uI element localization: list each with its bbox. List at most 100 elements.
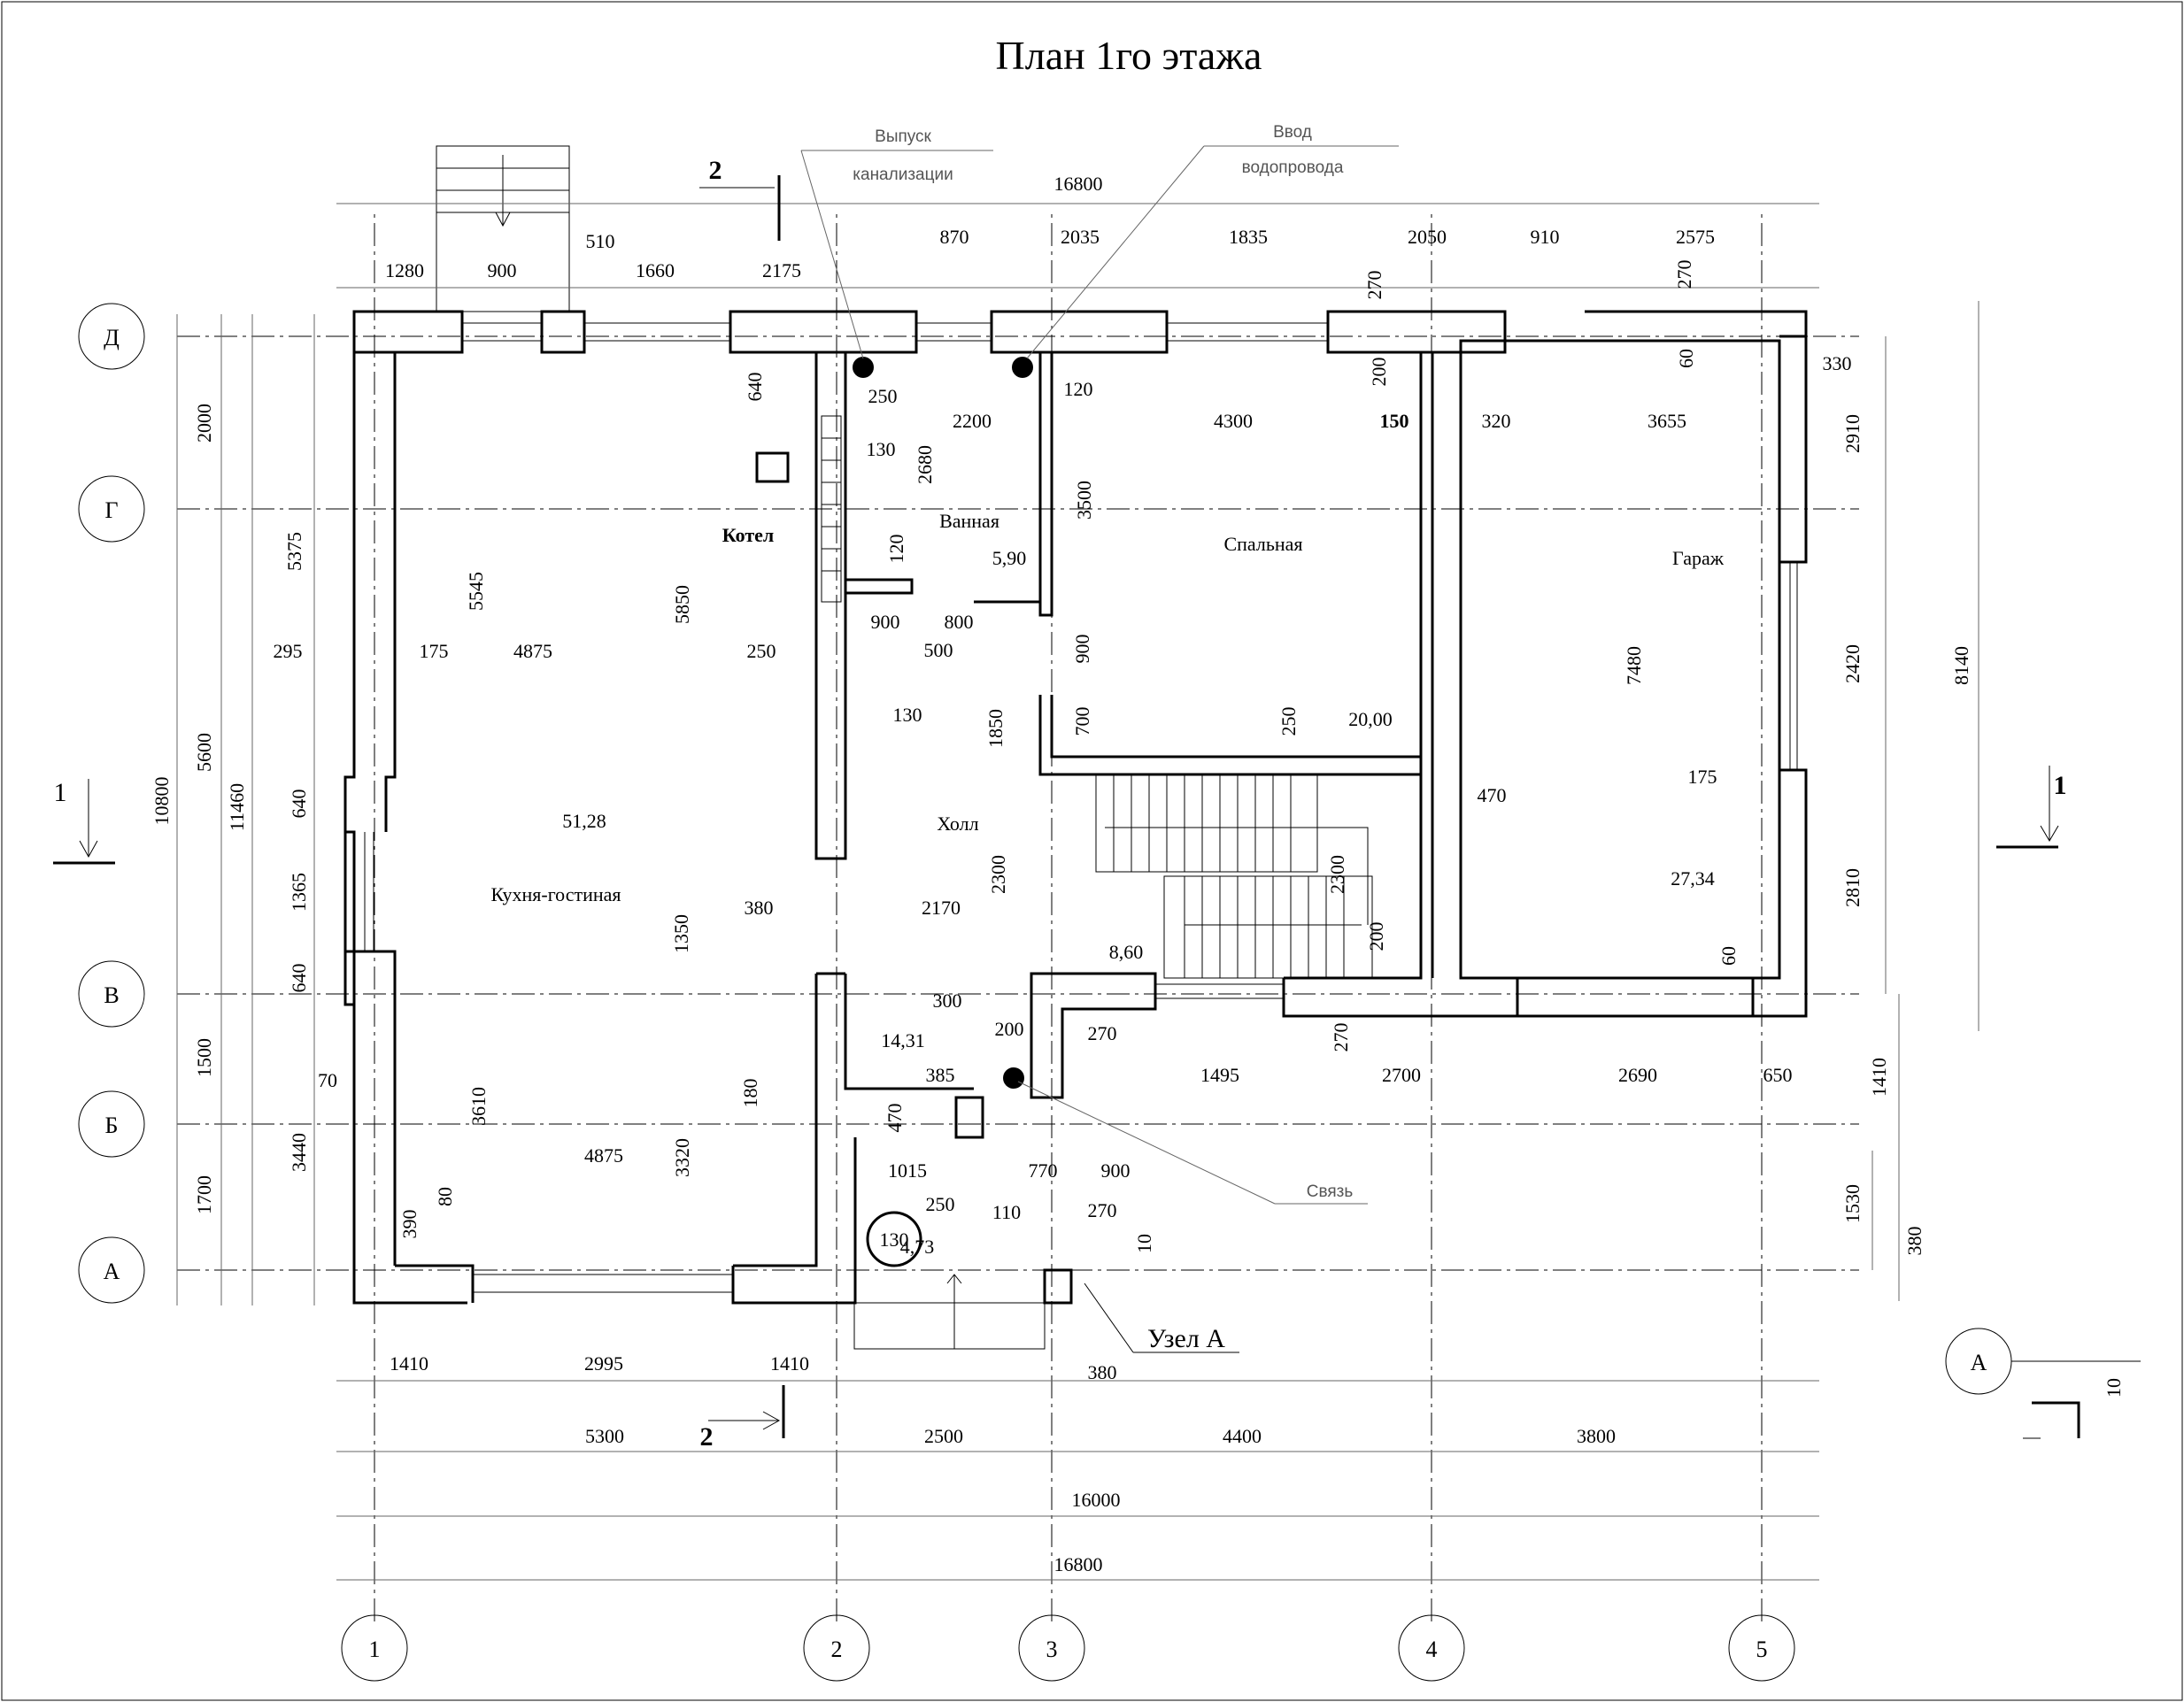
room-name-bath: Ванная — [939, 510, 999, 532]
axis-bubble-d: Д — [78, 303, 145, 370]
room-area-kitchen: 51,28 — [562, 810, 606, 832]
svg-text:4: 4 — [1426, 1637, 1438, 1662]
room-name-bedroom: Спальная — [1223, 533, 1302, 555]
svg-text:200: 200 — [995, 1018, 1024, 1040]
room-area-vestibule: 14,31 — [881, 1029, 925, 1051]
svg-text:5300: 5300 — [585, 1425, 624, 1447]
dimension-lines — [176, 203, 1979, 1581]
svg-text:2300: 2300 — [987, 855, 1009, 894]
svg-text:4400: 4400 — [1223, 1425, 1262, 1447]
svg-text:470: 470 — [1478, 784, 1507, 806]
svg-text:1015: 1015 — [888, 1159, 927, 1182]
svg-text:8140: 8140 — [1950, 646, 1972, 685]
svg-text:3320: 3320 — [671, 1138, 693, 1177]
svg-text:130: 130 — [880, 1228, 909, 1251]
svg-text:60: 60 — [1717, 946, 1740, 966]
svg-text:2680: 2680 — [914, 445, 936, 484]
svg-text:470: 470 — [884, 1104, 906, 1133]
room-name-garage: Гараж — [1672, 547, 1725, 569]
svg-text:250: 250 — [868, 385, 898, 407]
svg-text:1280: 1280 — [385, 259, 424, 281]
svg-text:2: 2 — [700, 1422, 714, 1452]
svg-text:5545: 5545 — [465, 572, 487, 611]
svg-text:5850: 5850 — [671, 585, 693, 624]
svg-text:2910: 2910 — [1841, 414, 1864, 453]
svg-text:175: 175 — [1688, 766, 1717, 788]
svg-text:3800: 3800 — [1577, 1425, 1616, 1447]
svg-text:150: 150 — [1380, 410, 1409, 432]
svg-text:295: 295 — [274, 640, 303, 662]
svg-text:60: 60 — [1675, 349, 1697, 368]
svg-text:3500: 3500 — [1073, 481, 1095, 520]
svg-text:2175: 2175 — [762, 259, 801, 281]
svg-text:2: 2 — [709, 156, 722, 185]
svg-text:1835: 1835 — [1229, 226, 1268, 248]
svg-text:2000: 2000 — [193, 404, 215, 443]
svg-text:250: 250 — [1277, 707, 1300, 736]
svg-text:Узел А: Узел А — [1147, 1324, 1225, 1353]
svg-text:5600: 5600 — [193, 733, 215, 772]
grid-axes — [177, 212, 1859, 1621]
svg-text:2200: 2200 — [953, 410, 992, 432]
svg-text:910: 910 — [1531, 226, 1560, 248]
svg-text:270: 270 — [1673, 260, 1695, 289]
svg-text:2035: 2035 — [1061, 226, 1100, 248]
svg-text:1: 1 — [369, 1637, 381, 1662]
callout-link: Связь — [1017, 1081, 1368, 1205]
room-name-hall: Холл — [937, 812, 978, 835]
svg-text:1530: 1530 — [1841, 1184, 1864, 1223]
svg-text:3440: 3440 — [288, 1133, 310, 1172]
room-area-garage: 27,34 — [1671, 867, 1715, 890]
svg-text:2170: 2170 — [922, 897, 961, 919]
svg-text:330: 330 — [1823, 352, 1852, 374]
axis-bubble-5: 5 — [1728, 1614, 1795, 1682]
svg-text:390: 390 — [398, 1210, 421, 1239]
axis-bubble-4: 4 — [1398, 1614, 1465, 1682]
svg-text:640: 640 — [288, 789, 310, 819]
svg-text:А: А — [1971, 1350, 1987, 1375]
svg-text:Г: Г — [104, 497, 118, 523]
svg-text:270: 270 — [1088, 1199, 1117, 1221]
svg-text:4300: 4300 — [1214, 410, 1253, 432]
svg-text:70: 70 — [318, 1069, 337, 1091]
svg-text:900: 900 — [488, 259, 517, 281]
axis-bubble-v: В — [78, 960, 145, 1028]
link-marker — [1003, 1067, 1024, 1089]
svg-text:11460: 11460 — [226, 783, 248, 831]
svg-text:180: 180 — [739, 1079, 761, 1108]
svg-text:120: 120 — [1064, 378, 1093, 400]
callout-sewer-outlet: Выпуск канализации — [800, 127, 993, 359]
svg-text:1: 1 — [54, 778, 67, 807]
svg-text:2690: 2690 — [1618, 1064, 1657, 1086]
svg-text:900: 900 — [1101, 1159, 1131, 1182]
exterior-walls — [343, 310, 1808, 1305]
svg-text:Б: Б — [105, 1113, 119, 1138]
axis-bubble-g: Г — [78, 475, 145, 543]
axis-bubble-a: А — [78, 1236, 145, 1304]
svg-text:10800: 10800 — [150, 777, 173, 826]
svg-text:2500: 2500 — [924, 1425, 963, 1447]
svg-text:80: 80 — [434, 1187, 456, 1206]
svg-text:270: 270 — [1088, 1022, 1117, 1044]
svg-text:4875: 4875 — [513, 640, 552, 662]
svg-text:1495: 1495 — [1200, 1064, 1239, 1086]
svg-text:640: 640 — [288, 964, 310, 993]
svg-text:7480: 7480 — [1623, 646, 1645, 685]
svg-text:385: 385 — [926, 1064, 955, 1086]
dimension-labels: 16800 16800 16000 5300 2500 4400 3800 14… — [150, 173, 1972, 1575]
svg-text:250: 250 — [926, 1193, 955, 1215]
svg-text:2420: 2420 — [1841, 644, 1864, 683]
svg-text:16800: 16800 — [1054, 1553, 1103, 1575]
sewer-outlet-marker — [853, 357, 874, 378]
svg-text:130: 130 — [867, 438, 896, 460]
section-mark-2-bottom: 2 — [700, 1385, 785, 1452]
room-area-bedroom: 20,00 — [1348, 708, 1393, 730]
section-mark-2-top: 2 — [699, 156, 781, 241]
svg-text:канализации: канализации — [853, 166, 953, 184]
svg-text:16800: 16800 — [1054, 173, 1103, 195]
svg-text:770: 770 — [1029, 1159, 1058, 1182]
svg-text:2575: 2575 — [1676, 226, 1715, 248]
svg-text:900: 900 — [871, 611, 900, 633]
svg-text:500: 500 — [924, 639, 953, 661]
